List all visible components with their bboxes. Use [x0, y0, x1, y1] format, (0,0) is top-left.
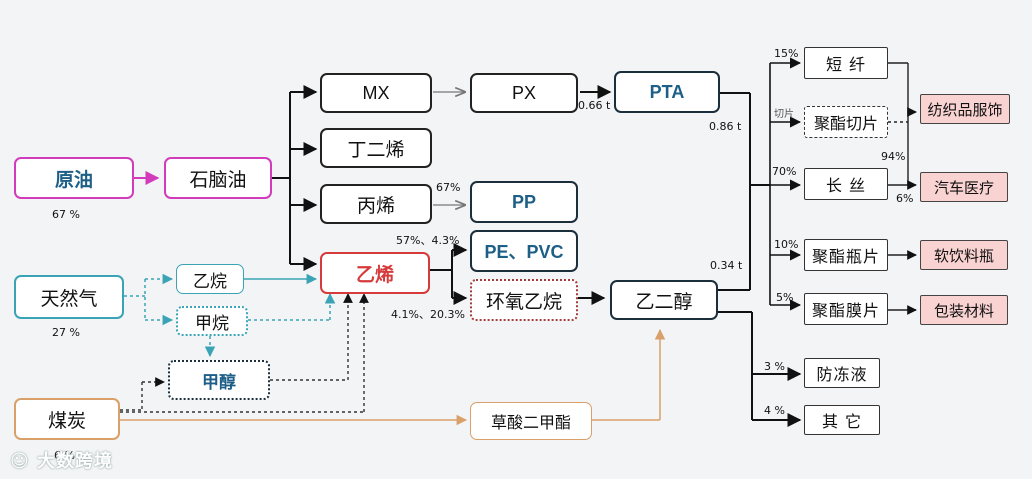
- propylene-pct-label: 67%: [436, 181, 461, 194]
- natural-gas-node: 天然气: [14, 275, 124, 319]
- pta-ratio-label: 0.86 t: [709, 120, 742, 133]
- polyester-chips-node: 聚酯切片: [804, 106, 888, 138]
- gas-pct-label: 27 %: [52, 326, 80, 339]
- crude-oil-node: 原油: [14, 157, 134, 199]
- polyester-film-node: 聚酯膜片: [804, 293, 888, 325]
- watermark-text: 大数跨境: [37, 451, 114, 472]
- ethylene-node: 乙烯: [320, 252, 430, 294]
- bottle-chips-node: 聚酯瓶片: [804, 239, 888, 271]
- meg-ratio-label: 0.34 t: [710, 259, 743, 272]
- coal-node: 煤炭: [14, 398, 120, 440]
- px-node: PX: [470, 73, 578, 113]
- staple-fiber-node: 短 纤: [804, 47, 888, 79]
- coal-pct-label: 6 %: [54, 449, 75, 462]
- staple-pct-label: 15%: [774, 47, 799, 60]
- filament-node: 长 丝: [804, 168, 888, 200]
- filament-pct-label: 70%: [772, 165, 797, 178]
- methane-node: 甲烷: [176, 306, 248, 336]
- chips-note-label: 切片: [774, 109, 794, 120]
- ethylene-oxide-node: 环氧乙烷: [470, 279, 578, 321]
- auto-medical-node: 汽车医疗: [920, 172, 1008, 202]
- textile-node: 纺织品服饰: [920, 94, 1010, 124]
- auto-pct-label: 6%: [896, 192, 914, 205]
- propylene-node: 丙烯: [320, 184, 432, 224]
- crude-pct-label: 67 %: [52, 208, 80, 221]
- pta-node: PTA: [614, 71, 720, 113]
- bottle-pct-label: 10%: [774, 238, 799, 251]
- packaging-node: 包装材料: [920, 295, 1008, 325]
- watermark: ☺ 大数跨境: [10, 447, 113, 473]
- soft-drink-bottle-node: 软饮料瓶: [920, 240, 1008, 270]
- others-pct-label: 4 %: [764, 404, 785, 417]
- ethane-node: 乙烷: [176, 264, 244, 294]
- px-pta-ratio-label: 0.66 t: [578, 99, 611, 112]
- eo-pct-label: 4.1%、20.3%: [391, 308, 465, 321]
- film-pct-label: 5%: [776, 291, 794, 304]
- textile-pct-label: 94%: [881, 150, 906, 163]
- antifreeze-node: 防冻液: [804, 358, 880, 388]
- meg-node: 乙二醇: [610, 280, 718, 320]
- others-node: 其 它: [804, 405, 880, 435]
- methanol-node: 甲醇: [168, 360, 270, 400]
- pp-node: PP: [470, 181, 578, 223]
- watermark-logo-icon: ☺: [10, 451, 30, 472]
- antifreeze-pct-label: 3 %: [764, 360, 785, 373]
- pe-pvc-node: PE、PVC: [470, 230, 578, 272]
- mx-node: MX: [320, 73, 432, 113]
- naphtha-node: 石脑油: [164, 157, 272, 199]
- butadiene-node: 丁二烯: [320, 128, 432, 168]
- pe-pct-label: 57%、4.3%: [396, 234, 460, 247]
- dimethyl-oxalate-node: 草酸二甲酯: [470, 402, 592, 440]
